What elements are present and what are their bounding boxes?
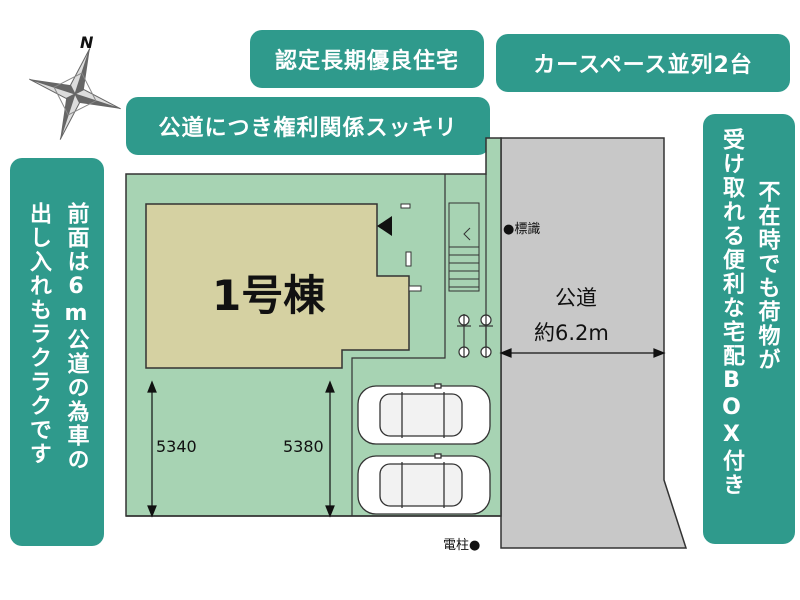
public-road-badge: 公道につき権利関係スッキリ [126, 97, 490, 155]
public-road-text: 公道につき権利関係スッキリ [158, 116, 458, 141]
entrance-marker-icon [377, 216, 392, 236]
delivery-box-text-1: 不在時でも荷物が [754, 180, 780, 372]
car-icon-2 [357, 453, 491, 515]
delivery-box-badge: 不在時でも荷物が 受け取れる便利な宅配BOX付き [703, 114, 795, 544]
compass-icon: N [29, 33, 121, 140]
sign-label: ●標識 [503, 222, 540, 237]
building-1 [145, 203, 410, 369]
compass-north-label: N [80, 33, 94, 52]
road-label: 公道 [555, 286, 597, 310]
certified-housing-badge: 認定長期優良住宅 [250, 30, 484, 88]
front-road-text-1: 前面は6m公道の為車の [63, 202, 89, 472]
parking-badge: カースペース並列2台 [496, 34, 790, 92]
road-width-label: 約6.2m [534, 321, 609, 345]
stairs [448, 202, 480, 292]
utility-pole-label: 電柱● [443, 538, 480, 553]
front-road-text-2: 出し入れもラクラクです [26, 202, 51, 466]
delivery-box-text-2: 受け取れる便利な宅配BOX付き [719, 128, 744, 497]
bicycle-icon [457, 314, 493, 358]
certified-housing-text: 認定長期優良住宅 [274, 49, 459, 74]
dimension-right: 5380 [283, 437, 324, 456]
front-road-badge: 前面は6m公道の為車の 出し入れもラクラクです [10, 158, 104, 546]
parking-text: カースペース並列2台 [533, 53, 753, 78]
dimension-left: 5340 [156, 437, 197, 456]
car-icon-1 [357, 383, 491, 445]
building-label: 1号棟 [212, 271, 326, 320]
